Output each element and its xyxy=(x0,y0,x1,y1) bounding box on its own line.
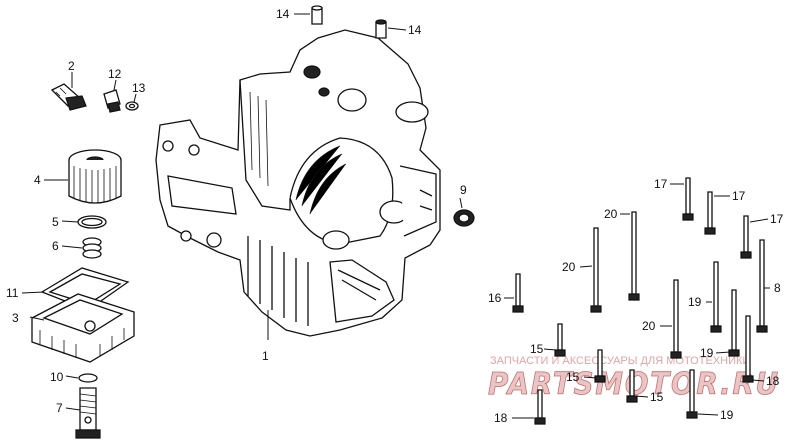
callout-16: 16 xyxy=(488,291,502,305)
callout-1: 1 xyxy=(262,349,269,363)
callout-11: 11 xyxy=(6,286,19,300)
crankcase-drawing xyxy=(155,29,441,337)
callout-14-right: 14 xyxy=(408,23,422,37)
callout-15-c: 15 xyxy=(650,390,664,404)
part-3-cover-drawing xyxy=(31,293,135,363)
part-2-drawing xyxy=(50,83,87,111)
callout-6: 6 xyxy=(52,239,59,253)
callout-15-b: 15 xyxy=(566,370,580,384)
callout-20-b: 20 xyxy=(562,260,576,274)
callout-17-c: 17 xyxy=(770,212,784,226)
callout-7: 7 xyxy=(56,401,63,415)
part-7-center-bolt-drawing xyxy=(75,387,101,439)
callout-19-b: 19 xyxy=(700,346,714,360)
part-4-oil-filter-drawing xyxy=(68,149,122,204)
callout-4: 4 xyxy=(34,173,41,187)
part-12-drawing xyxy=(103,89,121,113)
part-13-washer-drawing xyxy=(125,101,139,111)
callout-12: 12 xyxy=(108,67,122,81)
part-14-dowel-drawings xyxy=(311,5,387,39)
bolt-drawings xyxy=(512,177,768,425)
watermark-caption: ЗАПЧАСТИ И АКСЕССУАРЫ ДЛЯ МОТОТЕХНИКИ xyxy=(490,355,750,367)
part-5-o-ring-drawing xyxy=(77,215,107,229)
callout-18-a: 18 xyxy=(494,411,508,425)
callout-13: 13 xyxy=(132,81,146,95)
part-6-spring-drawing xyxy=(82,237,102,259)
callout-19-a: 19 xyxy=(688,295,702,309)
callout-18-b: 18 xyxy=(766,374,780,388)
callout-20-c: 20 xyxy=(642,319,656,333)
callout-labels: 1 2 3 4 5 6 7 8 9 10 11 12 13 14 14 15 1… xyxy=(6,7,784,425)
callout-2: 2 xyxy=(68,59,75,73)
callout-5: 5 xyxy=(52,215,59,229)
leader-lines xyxy=(21,13,770,419)
part-9-oil-seal-drawing xyxy=(453,209,475,227)
callout-17-b: 17 xyxy=(732,189,746,203)
callout-8: 8 xyxy=(774,281,781,295)
callout-9: 9 xyxy=(460,183,467,197)
callout-17-a: 17 xyxy=(654,177,668,191)
callout-3: 3 xyxy=(12,311,19,325)
part-10-o-ring-drawing xyxy=(78,373,98,383)
callout-14-left: 14 xyxy=(276,7,290,21)
callout-19-c: 19 xyxy=(720,408,734,422)
callout-20-a: 20 xyxy=(604,207,618,221)
callout-10: 10 xyxy=(50,370,64,384)
callout-15-a: 15 xyxy=(530,342,544,356)
